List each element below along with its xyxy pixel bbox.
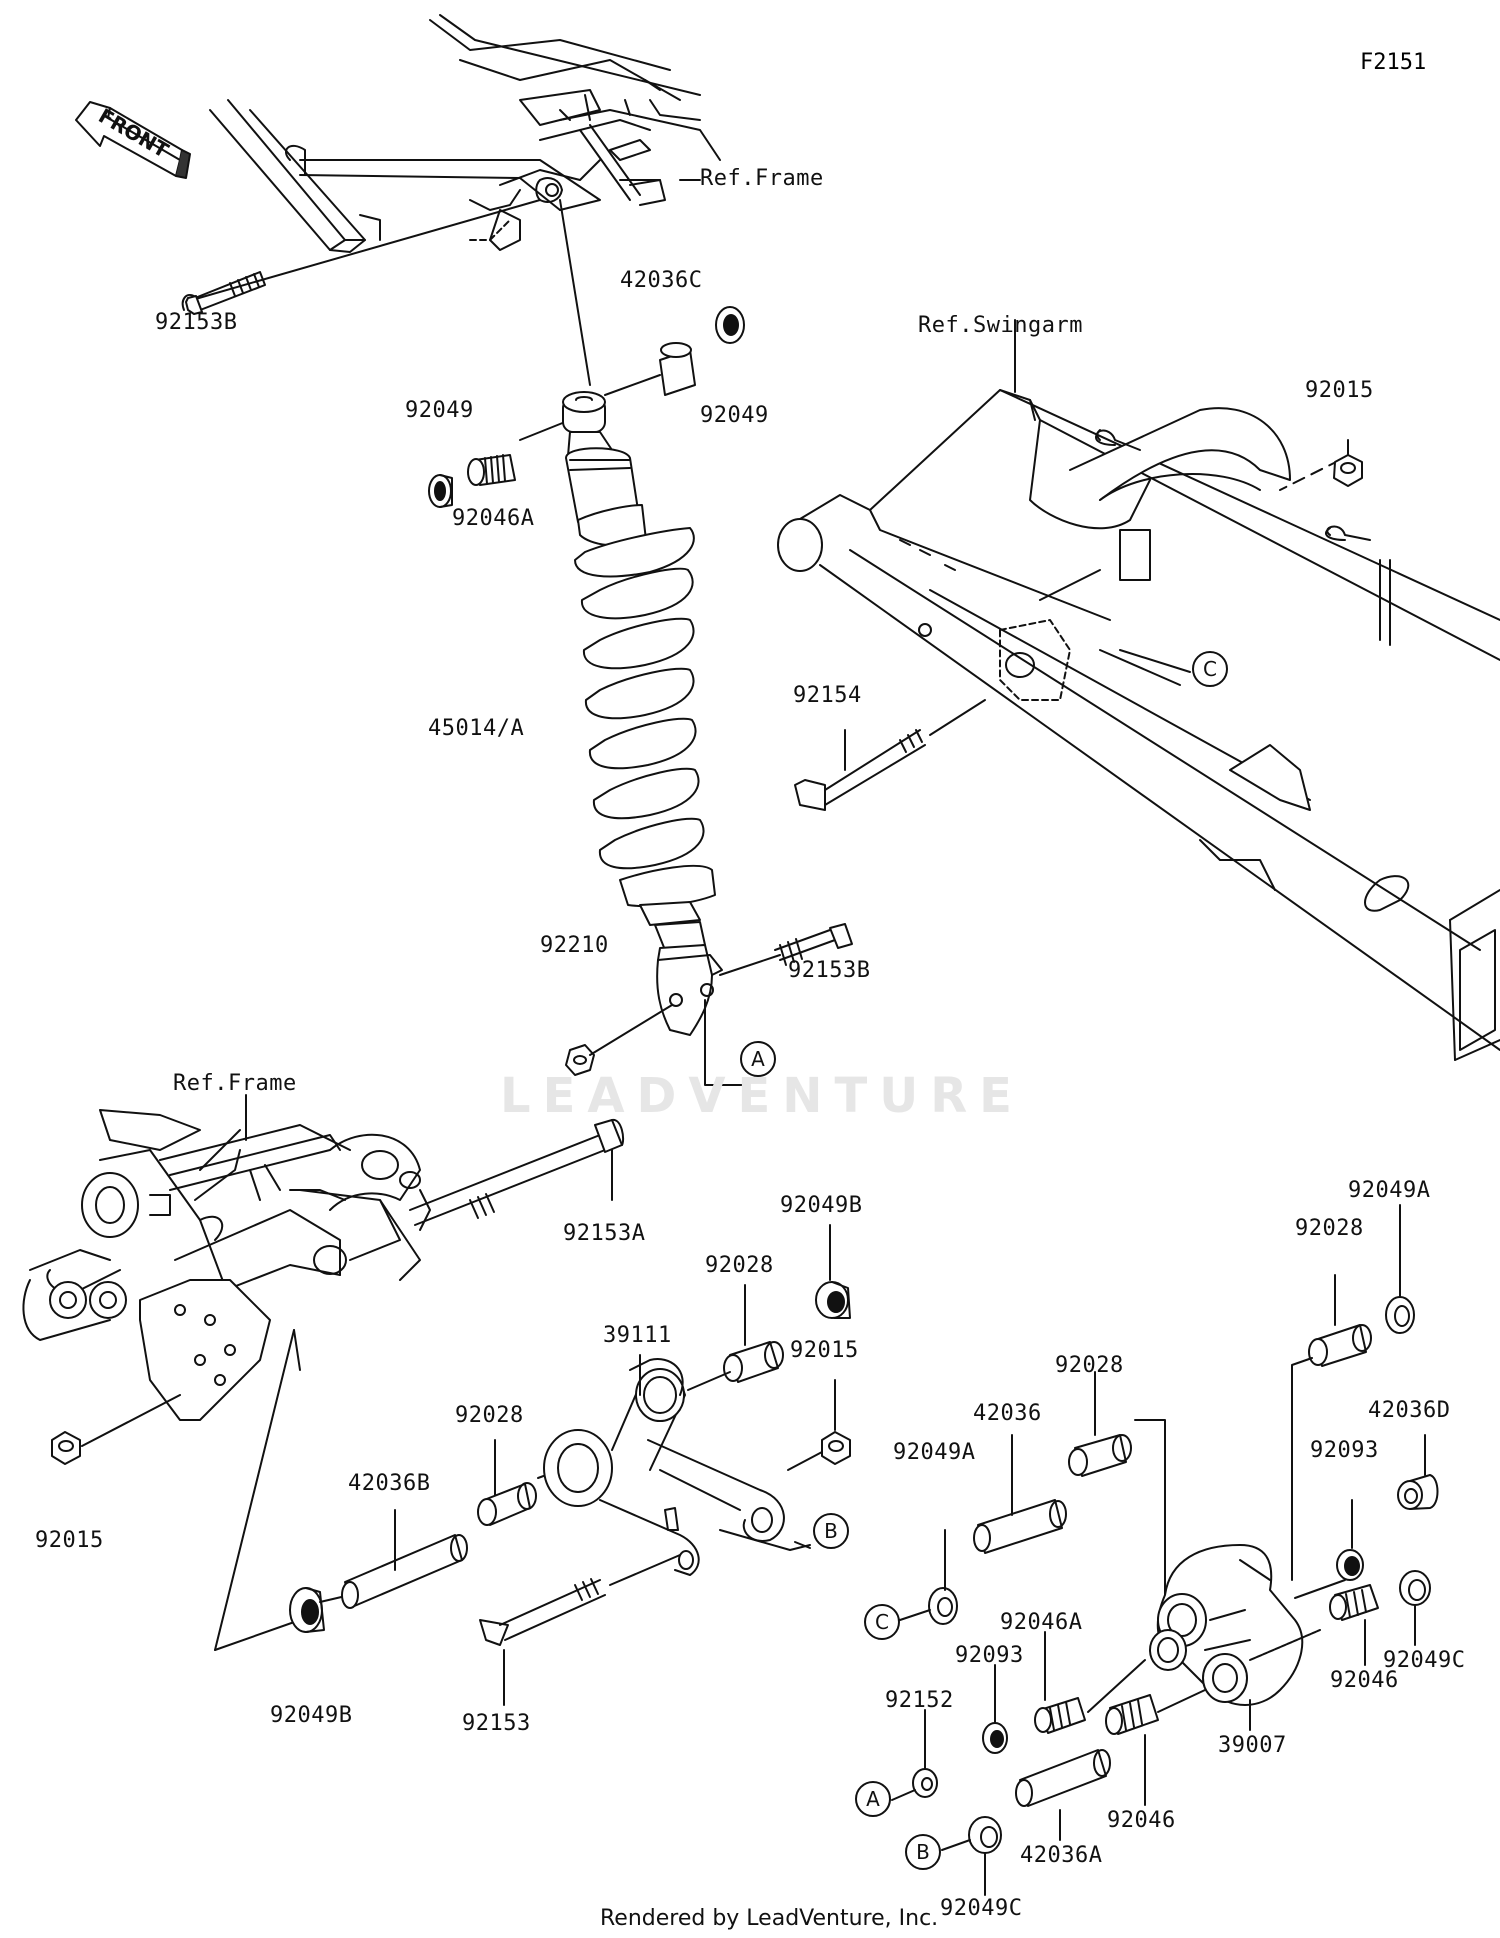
part-42036a: 42036A xyxy=(1020,1843,1103,1868)
part-92093-left: 92093 xyxy=(955,1643,1024,1668)
callout-c-swingarm: C xyxy=(1192,651,1228,687)
part-42036b: 42036B xyxy=(348,1471,431,1496)
part-92049a-mid: 92049A xyxy=(893,1440,976,1465)
part-92049c-right: 92049C xyxy=(1383,1648,1466,1673)
footer-credit: Rendered by LeadVenture, Inc. xyxy=(600,1906,939,1931)
part-42036: 42036 xyxy=(973,1401,1042,1426)
bushing-92028-c xyxy=(1068,1434,1132,1477)
callout-a-shock: A xyxy=(740,1041,776,1077)
part-92028-b: 92028 xyxy=(455,1403,524,1428)
frame-top-drawing xyxy=(209,14,721,253)
part-92153a: 92153A xyxy=(563,1221,646,1246)
part-92028-d: 92028 xyxy=(1295,1216,1364,1241)
washer-92093-left xyxy=(982,1722,1008,1754)
part-92046a-top: 92046A xyxy=(452,506,535,531)
bolt-92153a xyxy=(409,1118,625,1226)
washer-92152 xyxy=(912,1768,938,1798)
part-92049b-bottom: 92049B xyxy=(270,1703,353,1728)
part-92152: 92152 xyxy=(885,1688,954,1713)
bearing-92046a-top xyxy=(467,454,516,486)
callout-b-link: B xyxy=(813,1513,849,1549)
bearing-92046-right xyxy=(1329,1584,1379,1621)
nut-92015-link xyxy=(821,1431,851,1465)
bolt-92153b-bottom xyxy=(774,923,853,966)
callout-b-seal: B xyxy=(905,1834,941,1870)
bushing-92028-b xyxy=(477,1482,537,1526)
callout-c-washer: C xyxy=(864,1604,900,1640)
collar-42036c xyxy=(659,342,696,396)
collar-42036b xyxy=(341,1534,468,1609)
seal-92049-left xyxy=(428,474,453,508)
bushing-92028-d xyxy=(1308,1324,1372,1367)
part-42036c: 42036C xyxy=(620,268,703,293)
watermark: LEADVENTURE xyxy=(500,1068,1024,1124)
part-92046a-bottom: 92046A xyxy=(1000,1610,1083,1635)
part-92015-link: 92015 xyxy=(790,1338,859,1363)
bushing-92028-a xyxy=(723,1341,784,1383)
part-92049a-top: 92049A xyxy=(1348,1178,1431,1203)
bolt-92154 xyxy=(794,729,926,811)
figure-code: F2151 xyxy=(1360,50,1427,75)
part-92028-c: 92028 xyxy=(1055,1353,1124,1378)
part-92015-frame: 92015 xyxy=(35,1528,104,1553)
part-92093-right: 92093 xyxy=(1310,1438,1379,1463)
ref-frame-top: Ref.Frame xyxy=(700,166,824,191)
part-92046-right: 92046 xyxy=(1330,1668,1399,1693)
collar-42036 xyxy=(973,1499,1067,1554)
part-92154: 92154 xyxy=(793,683,862,708)
part-92049b-top: 92049B xyxy=(780,1193,863,1218)
part-92153: 92153 xyxy=(462,1711,531,1736)
washer-92049a-mid xyxy=(928,1587,958,1625)
bearing-92046-bottom xyxy=(1105,1694,1159,1735)
nut-92015-frame xyxy=(51,1431,81,1465)
seal-92049c-bottom xyxy=(968,1816,1002,1854)
nut-92210 xyxy=(565,1044,595,1076)
part-42036d: 42036D xyxy=(1368,1398,1451,1423)
seal-92049a-top xyxy=(1385,1296,1415,1334)
part-92049c-bottom: 92049C xyxy=(940,1896,1023,1921)
bearing-92046a-bottom xyxy=(1034,1697,1086,1734)
nut-92015-swingarm xyxy=(1333,454,1363,487)
part-92153b-bottom: 92153B xyxy=(788,958,871,983)
seal-92049b-bottom xyxy=(289,1587,325,1633)
rocker-39007 xyxy=(1149,1544,1304,1706)
front-arrow-icon xyxy=(75,101,191,179)
part-92046-bottom: 92046 xyxy=(1107,1808,1176,1833)
callout-a-washer: A xyxy=(855,1781,891,1817)
part-92015-swingarm: 92015 xyxy=(1305,378,1374,403)
frame-bottom-drawing xyxy=(22,1109,431,1421)
part-45014a: 45014/A xyxy=(428,716,525,741)
part-39007: 39007 xyxy=(1218,1733,1287,1758)
part-92028-a: 92028 xyxy=(705,1253,774,1278)
collar-42036d xyxy=(1397,1474,1439,1510)
swingarm-drawing xyxy=(777,389,1500,1061)
shock-absorber-45014a xyxy=(562,391,723,1036)
seal-92049b-top xyxy=(815,1281,851,1319)
part-92153b-top: 92153B xyxy=(155,310,238,335)
ref-frame-bottom: Ref.Frame xyxy=(173,1071,297,1096)
washer-92093-right xyxy=(1336,1549,1364,1581)
bolt-92153 xyxy=(479,1578,606,1646)
bolt-92153b-top xyxy=(181,271,266,315)
collar-42036a xyxy=(1015,1749,1111,1807)
part-92210: 92210 xyxy=(540,933,609,958)
seal-92049-right xyxy=(715,306,745,344)
part-39111: 39111 xyxy=(603,1323,672,1348)
part-92049-left: 92049 xyxy=(405,398,474,423)
part-92049-right: 92049 xyxy=(700,403,769,428)
link-arm-39111 xyxy=(543,1358,785,1576)
seal-92049c-right xyxy=(1399,1570,1431,1606)
ref-swingarm: Ref.Swingarm xyxy=(918,313,1083,338)
